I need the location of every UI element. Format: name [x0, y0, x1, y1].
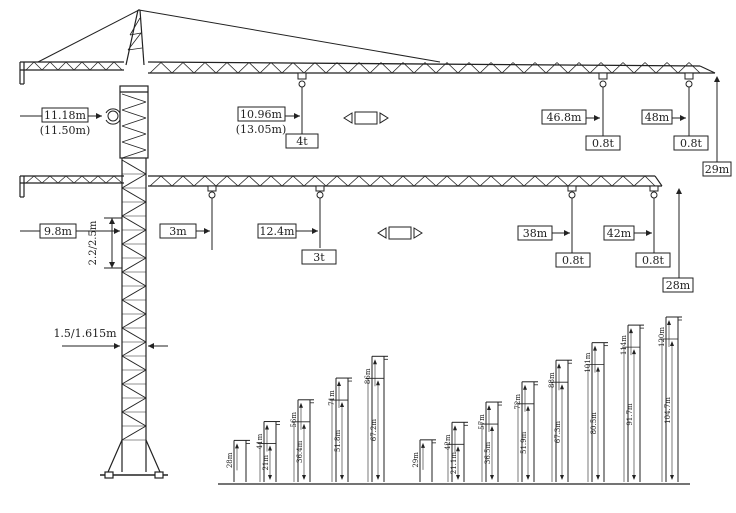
upper-load-b-label: 0.8t — [680, 137, 702, 150]
height-inner-label: 51.9m — [520, 431, 528, 454]
upper-counter-radius-label: 11.18m — [44, 109, 86, 122]
height-outer-label: 42m — [444, 434, 452, 450]
height-outer-label: 41m — [256, 433, 264, 449]
mast — [100, 85, 168, 479]
lower-min-radius-label: 3m — [169, 225, 187, 238]
mast-section-height-label: 2.2/2.5m — [88, 220, 99, 265]
lower-hook-height-label: 28m — [666, 279, 691, 292]
upper-load-a-label: 0.8t — [592, 137, 614, 150]
height-outer-label: 86m — [364, 368, 372, 384]
height-inner-label: 80.5m — [590, 412, 598, 435]
lower-max-load-label: 3t — [313, 251, 325, 264]
lower-hook-b — [649, 185, 659, 253]
height-inner-label: 67.2m — [370, 419, 378, 442]
height-config-column: 57m 36.5m — [478, 401, 502, 482]
rotate-icon — [105, 108, 121, 125]
upper-hook-height-label: 29m — [705, 163, 730, 176]
height-config-column: 56m 36.4m — [290, 399, 314, 482]
height-inner-label: 21.1m — [450, 452, 458, 475]
lower-radius-b-label: 42m — [607, 227, 632, 240]
upper-radius-b-label: 48m — [645, 111, 670, 124]
height-config-column: 114m 91.7m — [620, 324, 644, 482]
height-inner-label: 91.7m — [626, 403, 634, 426]
height-inner-label: 36.5m — [484, 442, 492, 465]
height-config-column: 88m 67.3m — [548, 359, 572, 482]
height-config-column: 120m 104.7m — [658, 316, 682, 482]
height-outer-label: 71m — [328, 390, 336, 406]
height-config-column: 101m 80.5m — [584, 342, 608, 482]
height-configs-right: 29m 42m 21.1m 57m 36.5m 72m 51.9m 88m 67.3m 101m 8… — [412, 316, 682, 482]
height-outer-label: 28m — [226, 452, 234, 468]
trolley-icon — [377, 226, 423, 240]
height-outer-label: 57m — [478, 414, 486, 430]
lower-hook-a — [567, 185, 577, 253]
height-outer-label: 88m — [548, 372, 556, 388]
lower-radius-a-label: 38m — [523, 227, 548, 240]
lower-hook-max-load — [315, 185, 325, 248]
lower-maxload-radius-label: 12.4m — [260, 225, 295, 238]
upper-counter-radius-alt-label: (11.50m) — [40, 124, 91, 137]
lower-counter-radius-label: 9.8m — [44, 225, 72, 238]
height-inner-label: 21m — [262, 455, 270, 471]
height-outer-label: 72m — [514, 394, 522, 410]
height-outer-label: 56m — [290, 412, 298, 428]
height-config-column: 29m — [412, 439, 436, 482]
height-config-column: 72m 51.9m — [514, 381, 538, 482]
height-outer-label: 29m — [412, 452, 420, 468]
height-outer-label: 114m — [620, 335, 628, 355]
height-config-column: 71m 51.8m — [328, 377, 352, 482]
upper-maxload-radius-label: 10.96m — [240, 108, 282, 121]
height-outer-label: 120m — [658, 327, 666, 347]
mast-section-width-label: 1.5/1.615m — [53, 327, 117, 340]
upper-hook-max-load — [297, 72, 307, 134]
lower-load-a-label: 0.8t — [562, 254, 584, 267]
height-inner-label: 67.3m — [554, 421, 562, 444]
upper-maxload-radius-alt-label: (13.05m) — [236, 123, 287, 136]
upper-jib — [19, 9, 716, 85]
height-config-column: 28m — [226, 439, 250, 482]
upper-hook-a — [598, 72, 608, 136]
height-config-column: 86m 67.2m — [364, 355, 388, 482]
height-outer-label: 101m — [584, 352, 592, 372]
lower-hook-left — [207, 185, 217, 250]
upper-hook-b — [684, 72, 694, 136]
lower-load-b-label: 0.8t — [642, 254, 664, 267]
height-inner-label: 104.7m — [664, 397, 672, 424]
trolley-icon — [343, 111, 389, 125]
upper-radius-a-label: 46.8m — [547, 111, 582, 124]
lower-jib — [19, 175, 663, 198]
height-inner-label: 51.8m — [334, 430, 342, 453]
height-inner-label: 36.4m — [296, 440, 304, 463]
height-config-column: 42m 21.1m — [444, 421, 468, 482]
upper-max-load-label: 4t — [296, 135, 308, 148]
